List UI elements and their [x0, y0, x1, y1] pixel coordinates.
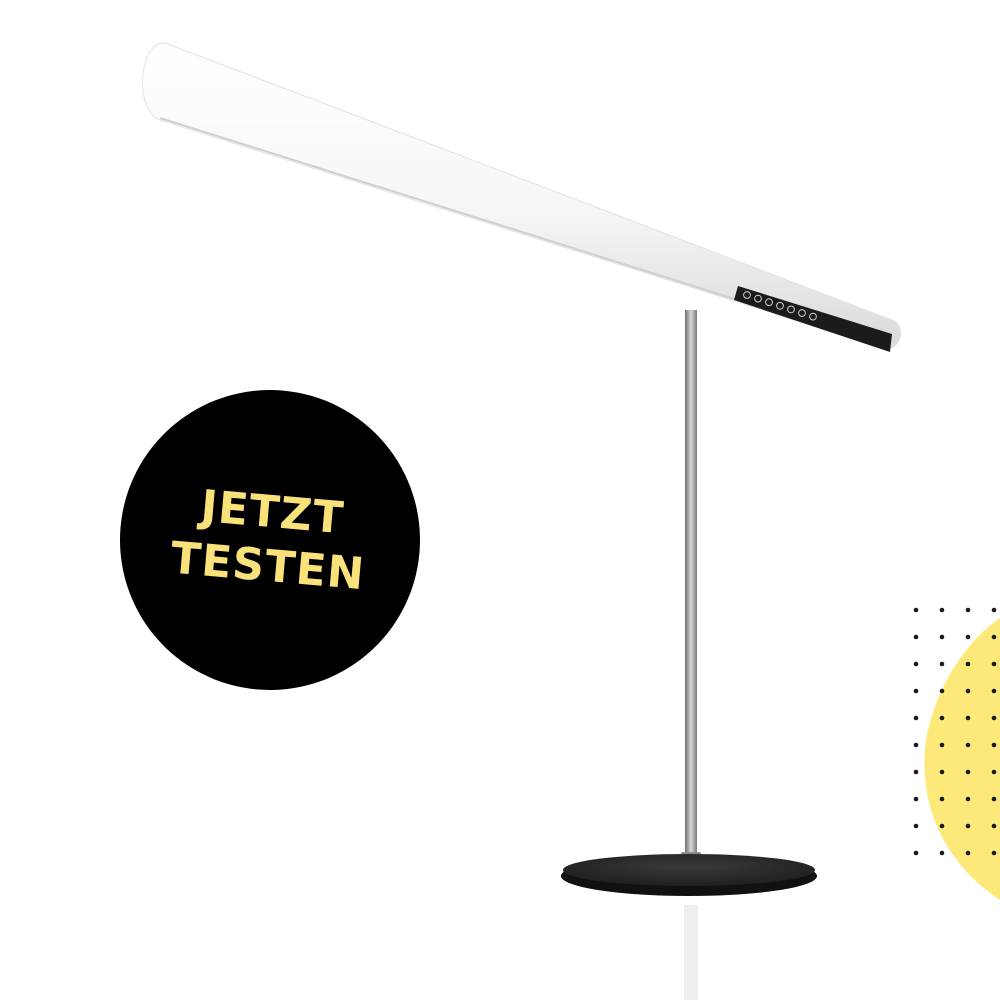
lamp-control-strip — [734, 286, 892, 352]
dot — [991, 688, 997, 694]
dot — [965, 742, 971, 748]
dot — [991, 607, 997, 613]
lamp-base — [563, 854, 815, 886]
dot — [913, 850, 919, 856]
dot — [991, 769, 997, 775]
mode-icon[interactable] — [787, 305, 795, 314]
dot — [913, 607, 919, 613]
dot — [913, 769, 919, 775]
dot — [913, 634, 919, 640]
dot — [939, 688, 945, 694]
dot — [965, 769, 971, 775]
dot — [913, 796, 919, 802]
info-icon[interactable] — [754, 294, 762, 303]
dot — [965, 634, 971, 640]
dot — [939, 769, 945, 775]
lamp-head — [142, 42, 902, 352]
brightness-icon[interactable] — [765, 298, 773, 307]
dot — [991, 634, 997, 640]
dot — [965, 715, 971, 721]
dot — [965, 823, 971, 829]
dot — [991, 742, 997, 748]
dot — [991, 796, 997, 802]
lamp-stem — [685, 310, 697, 858]
dot — [939, 850, 945, 856]
timer-icon[interactable] — [776, 301, 784, 310]
dot — [939, 796, 945, 802]
dot — [965, 607, 971, 613]
power-icon[interactable] — [743, 291, 751, 299]
accent-blob — [924, 618, 1000, 900]
lamp-control-buttons — [743, 291, 817, 321]
dot — [939, 607, 945, 613]
dot — [913, 661, 919, 667]
lamp-reflection — [684, 905, 698, 1000]
dot — [991, 850, 997, 856]
dot — [939, 742, 945, 748]
dot — [991, 661, 997, 667]
dot — [913, 742, 919, 748]
dot — [965, 796, 971, 802]
dot — [965, 688, 971, 694]
dot — [939, 634, 945, 640]
dot — [913, 715, 919, 721]
dot — [939, 823, 945, 829]
dot — [939, 715, 945, 721]
sensor-icon[interactable] — [798, 309, 806, 317]
dot — [965, 850, 971, 856]
dot — [965, 661, 971, 667]
dot — [991, 715, 997, 721]
dot — [913, 823, 919, 829]
dot-grid — [913, 607, 997, 856]
dot — [991, 823, 997, 829]
dot — [913, 688, 919, 694]
dot — [939, 661, 945, 667]
usb-icon[interactable] — [809, 312, 817, 321]
